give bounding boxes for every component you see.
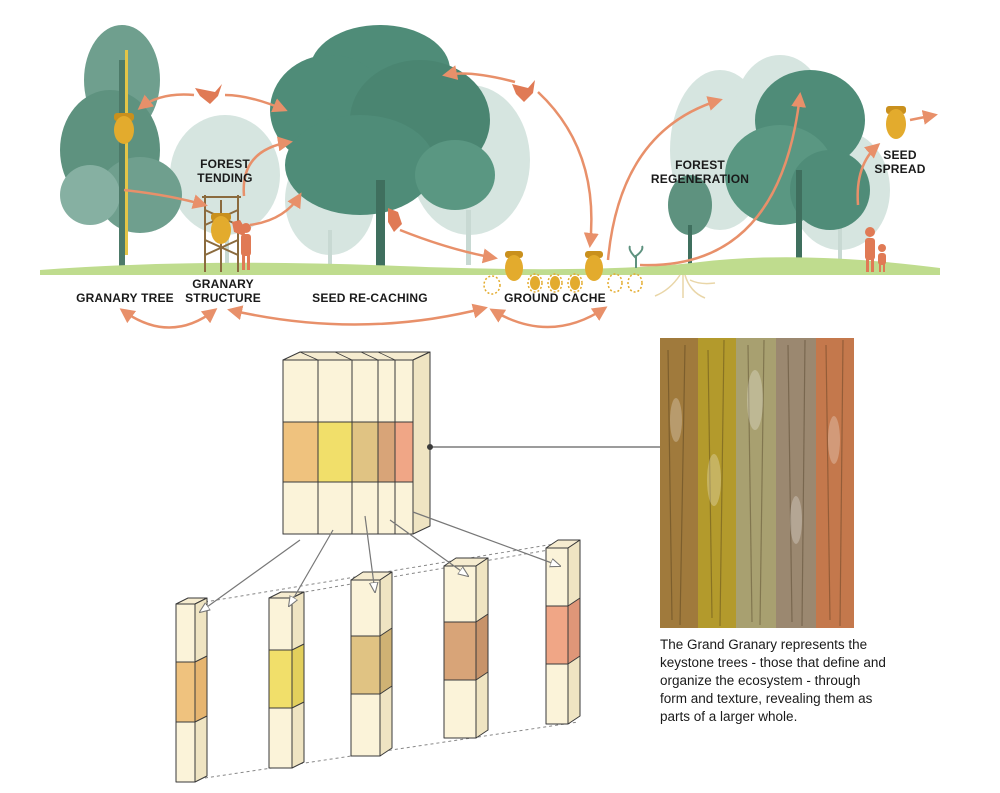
ground-cache-seeds	[483, 273, 643, 295]
column-4	[443, 557, 489, 739]
bird-icon	[195, 84, 222, 104]
guide-lines	[204, 539, 579, 779]
bird-icon	[512, 80, 535, 102]
bark-swatch	[660, 338, 854, 628]
big-block	[282, 351, 431, 535]
label-seed-recaching: SEED RE-CACHING	[312, 291, 428, 305]
acorn-icon	[886, 106, 906, 139]
child-icon	[878, 244, 886, 272]
column-3	[350, 571, 393, 757]
explode-arrows	[200, 511, 560, 612]
acorn-icon	[585, 251, 603, 281]
column-2	[268, 591, 305, 769]
grass-strip	[40, 257, 940, 275]
birds	[195, 80, 535, 236]
acorn-icon	[505, 251, 523, 281]
oak-tree	[270, 25, 495, 270]
column-5	[545, 539, 581, 725]
label-ground-cache: GROUND CACHE	[504, 291, 606, 305]
forest-scene	[40, 25, 940, 329]
flow-arrows	[123, 65, 938, 267]
regeneration-tree	[668, 70, 870, 270]
bird-icon	[388, 208, 402, 232]
acorn-icon	[211, 213, 231, 244]
acorns	[114, 106, 906, 281]
granary-tree	[60, 25, 182, 270]
person-icon	[865, 227, 875, 272]
cycle-arrows	[119, 303, 608, 329]
caption-text: The Grand Granary represents the keyston…	[660, 637, 886, 724]
person-icon	[241, 223, 251, 270]
label-granary-tree: GRANARY TREE	[76, 291, 174, 305]
people	[241, 223, 886, 272]
granary-block-diagram	[175, 351, 660, 783]
seedling-roots	[654, 274, 716, 299]
column-1	[175, 597, 208, 783]
bird-icon	[232, 220, 246, 236]
seedling	[628, 245, 644, 268]
acorn-icon	[114, 113, 134, 144]
